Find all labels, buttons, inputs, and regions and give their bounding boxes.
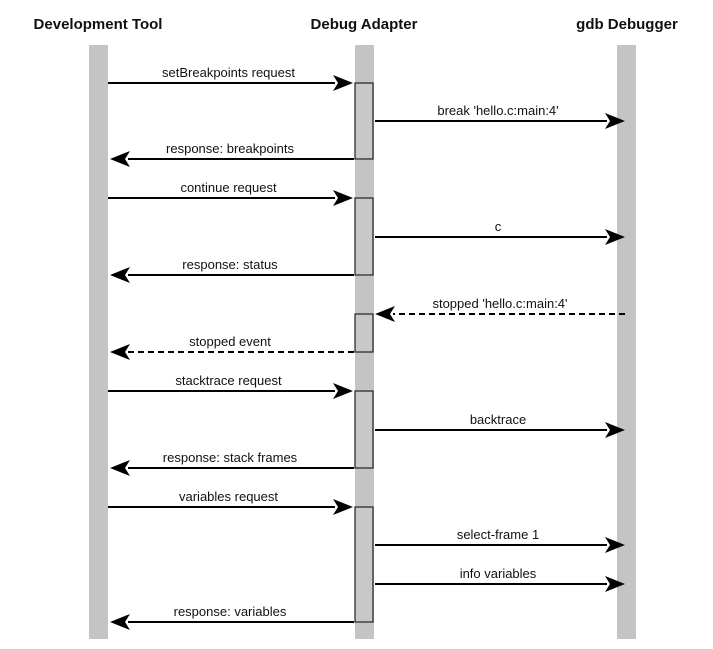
arrowhead-icon: [110, 267, 130, 283]
message-label: stopped 'hello.c:main:4': [432, 296, 567, 311]
participant-headers: Development Tool Debug Adapter gdb Debug…: [34, 16, 678, 33]
message-select-frame-1: select-frame 1: [375, 527, 625, 553]
arrowhead-icon: [333, 190, 353, 206]
activation-bar: [354, 506, 374, 623]
message-label: response: variables: [174, 604, 287, 619]
message-label: break 'hello.c:main:4': [437, 103, 558, 118]
arrowhead-icon: [110, 614, 130, 630]
message-label: c: [495, 219, 502, 234]
message-response-status: response: status: [110, 257, 354, 283]
message-stopped-event: stopped event: [110, 334, 354, 360]
message-setbreakpoints-request: setBreakpoints request: [108, 65, 353, 91]
message-c: c: [375, 219, 625, 245]
arrowhead-icon: [605, 422, 625, 438]
lifeline-gdb-debugger: [617, 45, 636, 639]
participant-gdb-debugger: gdb Debugger: [576, 16, 678, 33]
message-label: response: breakpoints: [166, 141, 294, 156]
arrowhead-icon: [333, 75, 353, 91]
message-stacktrace-request: stacktrace request: [108, 373, 353, 399]
message-label: continue request: [180, 180, 277, 195]
arrowhead-icon: [110, 151, 130, 167]
activation-bar: [354, 82, 374, 160]
activation-bar: [354, 390, 374, 469]
message-info-variables: info variables: [375, 566, 625, 592]
participant-development-tool: Development Tool: [34, 16, 163, 33]
arrowhead-icon: [375, 306, 395, 322]
arrowhead-icon: [605, 113, 625, 129]
message-continue-request: continue request: [108, 180, 353, 206]
messages: setBreakpoints request break 'hello.c:mai…: [108, 65, 625, 630]
arrowhead-icon: [110, 460, 130, 476]
message-response-breakpoints: response: breakpoints: [110, 141, 354, 167]
arrowhead-icon: [605, 229, 625, 245]
lifeline-development-tool: [89, 45, 108, 639]
participant-debug-adapter: Debug Adapter: [311, 16, 418, 33]
message-response-stack-frames: response: stack frames: [110, 450, 354, 476]
arrowhead-icon: [605, 576, 625, 592]
activation-bar: [354, 197, 374, 276]
message-label: variables request: [179, 489, 278, 504]
arrowhead-icon: [605, 537, 625, 553]
activation-bars: [354, 82, 374, 623]
message-label: backtrace: [470, 412, 526, 427]
message-backtrace: backtrace: [375, 412, 625, 438]
message-stopped-hello-c-main-4: stopped 'hello.c:main:4': [375, 296, 625, 322]
arrowhead-icon: [333, 383, 353, 399]
message-label: stacktrace request: [175, 373, 282, 388]
activation-bar: [354, 313, 374, 353]
message-response-variables: response: variables: [110, 604, 354, 630]
message-variables-request: variables request: [108, 489, 353, 515]
message-label: info variables: [460, 566, 537, 581]
message-label: response: status: [182, 257, 278, 272]
message-label: response: stack frames: [163, 450, 298, 465]
arrowhead-icon: [333, 499, 353, 515]
message-label: stopped event: [189, 334, 271, 349]
message-break-hello-c-main-4: break 'hello.c:main:4': [375, 103, 625, 129]
message-label: select-frame 1: [457, 527, 539, 542]
arrowhead-icon: [110, 344, 130, 360]
message-label: setBreakpoints request: [162, 65, 295, 80]
